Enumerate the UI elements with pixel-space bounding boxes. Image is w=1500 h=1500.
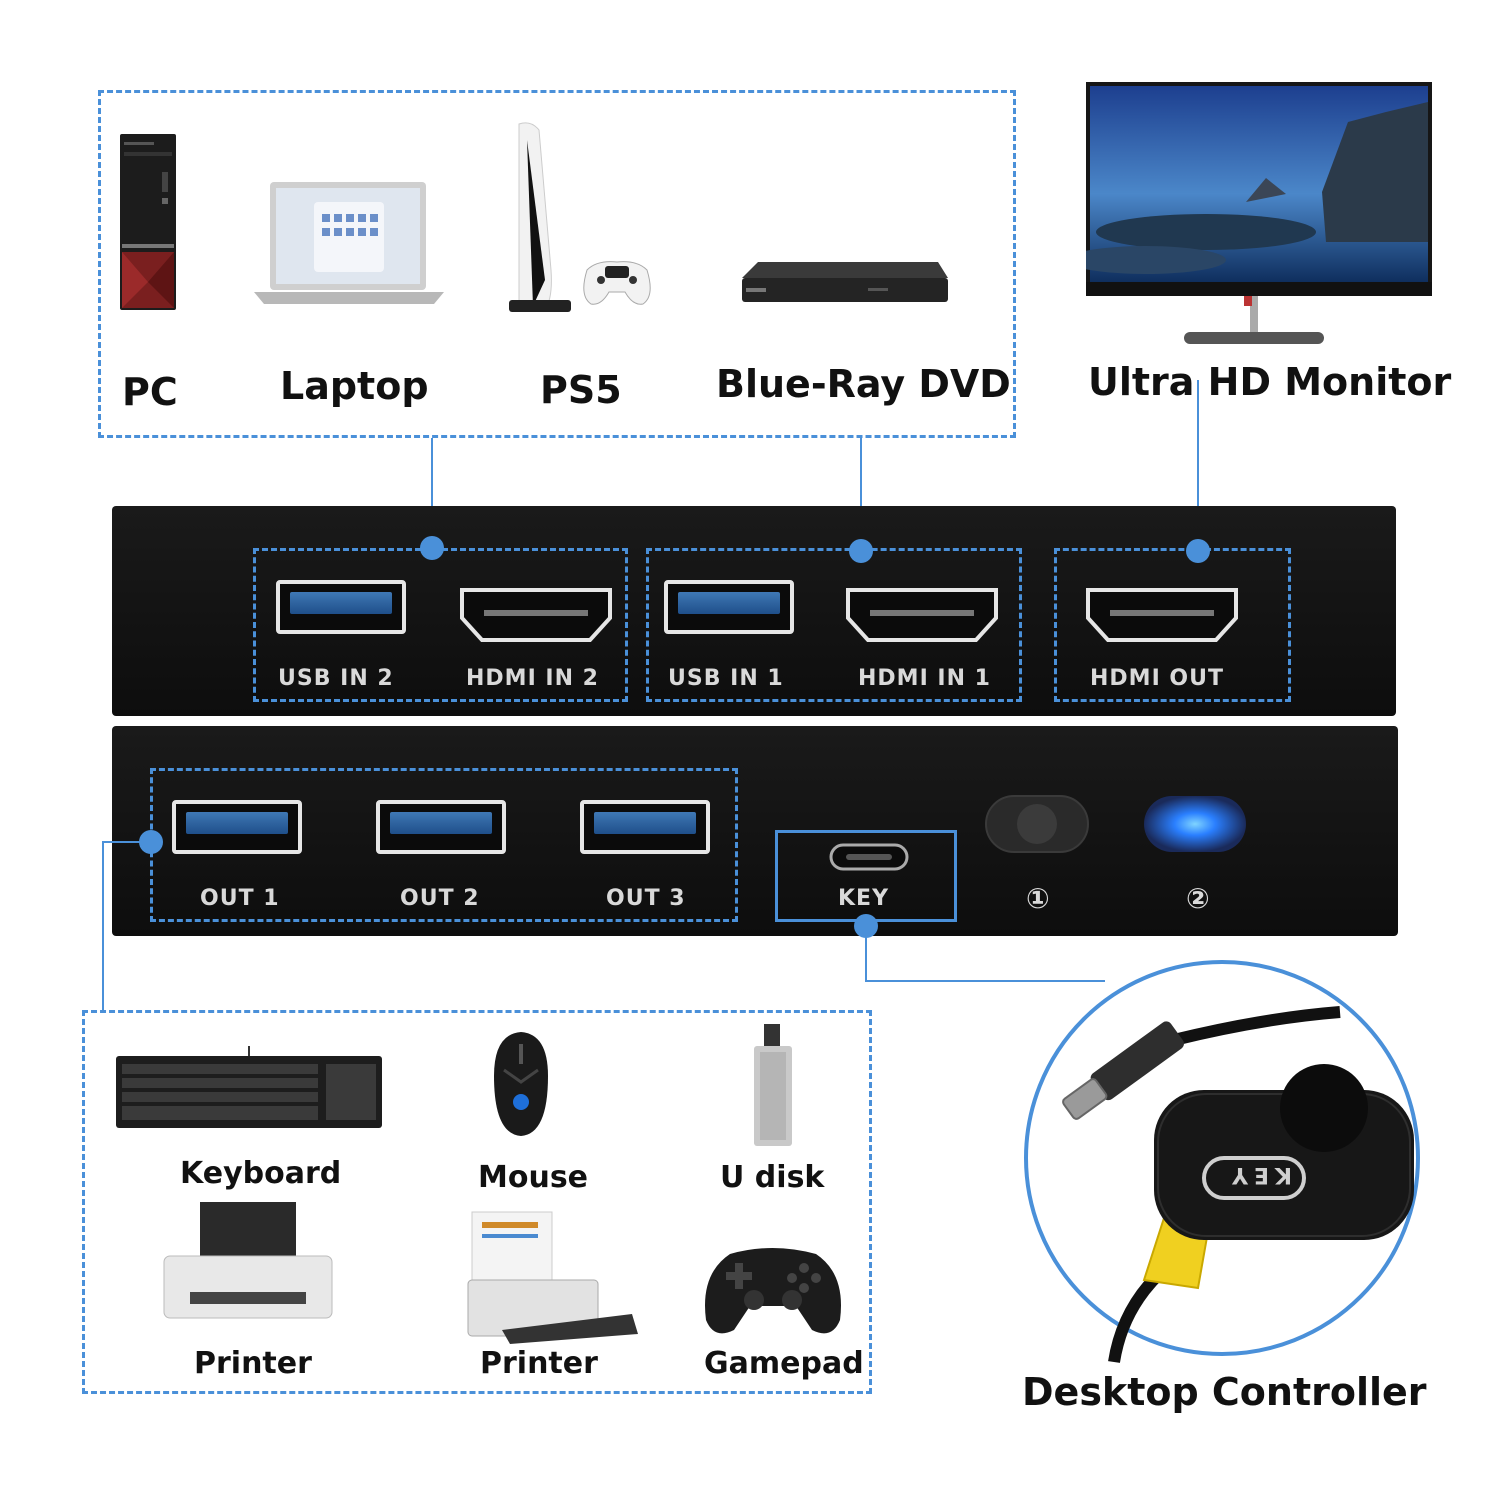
source-devices-box bbox=[98, 90, 1016, 438]
laptop-icon bbox=[254, 182, 444, 304]
connector-line-usb-out-v bbox=[102, 841, 104, 1011]
printer-1-label: Printer bbox=[194, 1346, 312, 1381]
gamepad-icon bbox=[705, 1248, 841, 1334]
led-2-label: ② bbox=[1186, 882, 1211, 915]
laptop-label: Laptop bbox=[280, 364, 429, 408]
inkjet-printer-icon bbox=[163, 1202, 333, 1319]
connector-line-key-v bbox=[865, 926, 867, 982]
input-1-group bbox=[646, 548, 1022, 702]
usb-in-1-label: USB IN 1 bbox=[668, 666, 784, 691]
connector-line-key-h bbox=[865, 980, 1105, 982]
connector-line-input2 bbox=[431, 438, 433, 548]
usb-in-2-port bbox=[276, 580, 406, 634]
connector-line-usb-out-h bbox=[102, 841, 142, 843]
udisk-label: U disk bbox=[720, 1160, 825, 1195]
usb-drive-icon bbox=[754, 1024, 792, 1146]
led-1-indicator bbox=[985, 795, 1089, 853]
bluray-label: Blue-Ray DVD bbox=[716, 362, 1011, 406]
out-2-port bbox=[376, 800, 506, 854]
out-1-label: OUT 1 bbox=[200, 886, 280, 911]
controller-key-text: KEY bbox=[1226, 1162, 1293, 1187]
hdmi-in-1-label: HDMI IN 1 bbox=[858, 666, 991, 691]
hdmi-out-label: HDMI OUT bbox=[1090, 666, 1224, 691]
led-1-label: ① bbox=[1026, 882, 1051, 915]
desktop-controller-label: Desktop Controller bbox=[1022, 1370, 1427, 1414]
out-3-port bbox=[580, 800, 710, 854]
hdmi-in-2-port bbox=[460, 588, 612, 642]
key-port-label: KEY bbox=[838, 886, 890, 911]
hdmi-in-1-port bbox=[846, 588, 998, 642]
ps5-console-icon bbox=[509, 122, 651, 312]
printer-2-label: Printer bbox=[480, 1346, 598, 1381]
hdmi-in-2-label: HDMI IN 2 bbox=[466, 666, 599, 691]
keyboard-icon bbox=[116, 1046, 382, 1128]
led-2-indicator bbox=[1144, 796, 1246, 852]
pc-label: PC bbox=[122, 370, 178, 414]
peripherals-box bbox=[82, 1010, 872, 1394]
monitor-icon bbox=[1086, 82, 1432, 344]
out-1-port bbox=[172, 800, 302, 854]
bluray-player-icon bbox=[742, 262, 948, 302]
connector-dot-usb-out bbox=[139, 830, 163, 854]
monitor-label: Ultra HD Monitor bbox=[1088, 360, 1452, 404]
usb-in-2-label: USB IN 2 bbox=[278, 666, 394, 691]
connector-dot-output bbox=[1186, 539, 1210, 563]
pc-tower-icon bbox=[120, 134, 176, 310]
connector-line-input1 bbox=[860, 438, 862, 548]
connector-line-output bbox=[1197, 380, 1199, 550]
key-usb-c-port bbox=[829, 843, 909, 871]
ps5-label: PS5 bbox=[540, 368, 622, 412]
connector-dot-input2 bbox=[420, 536, 444, 560]
document-scanner-icon bbox=[467, 1211, 638, 1344]
gamepad-label: Gamepad bbox=[704, 1346, 864, 1381]
keyboard-label: Keyboard bbox=[180, 1156, 342, 1191]
hdmi-out-port bbox=[1086, 588, 1238, 642]
mouse-icon bbox=[494, 1032, 548, 1136]
output-group bbox=[1054, 548, 1291, 702]
out-2-label: OUT 2 bbox=[400, 886, 480, 911]
out-3-label: OUT 3 bbox=[606, 886, 686, 911]
connector-dot-input1 bbox=[849, 539, 873, 563]
mouse-label: Mouse bbox=[478, 1160, 589, 1195]
desktop-controller-illustration bbox=[1024, 960, 1420, 1363]
usb-in-1-port bbox=[664, 580, 794, 634]
